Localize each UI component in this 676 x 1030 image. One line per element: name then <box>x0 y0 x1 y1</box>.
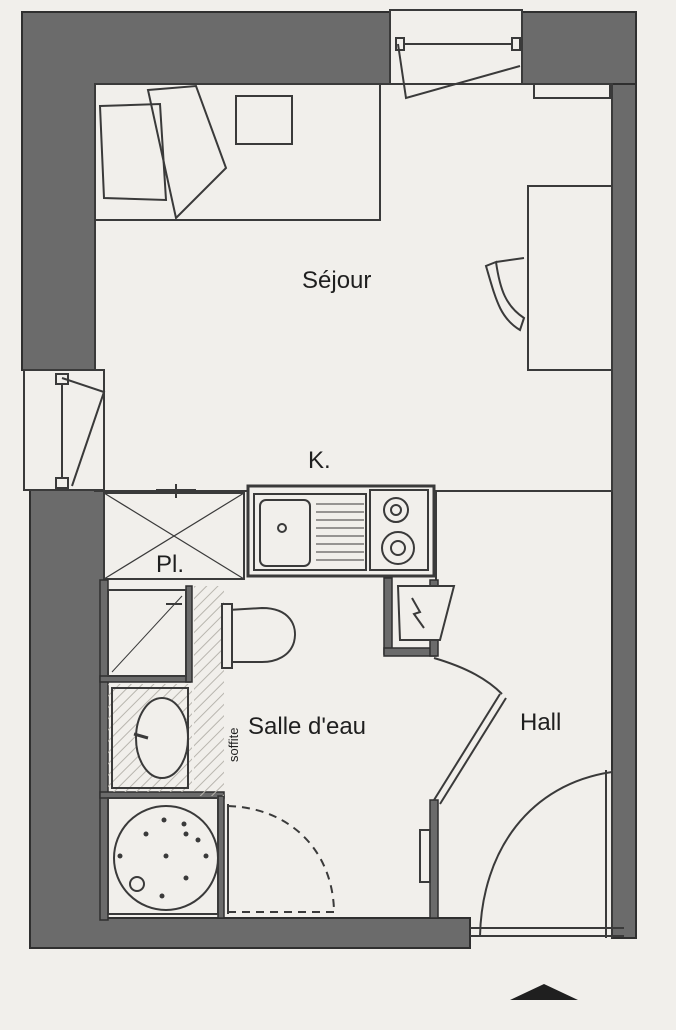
bed <box>94 83 381 221</box>
washbasin <box>111 687 189 789</box>
window-top <box>389 9 523 100</box>
top-right-shelf <box>533 83 611 99</box>
kitchen-counter <box>246 484 436 578</box>
bathroom-label: Salle d'eau <box>248 713 366 740</box>
shower <box>107 797 219 915</box>
entry-arrow-icon <box>510 984 578 1000</box>
closet <box>103 484 245 580</box>
sejour-label: Séjour <box>302 267 371 294</box>
entry-door <box>470 770 624 938</box>
kitchen-label: K. <box>308 447 331 474</box>
storage-cupboard <box>107 589 187 677</box>
technical-box <box>396 585 456 641</box>
bathroom-door <box>419 657 507 883</box>
toilet <box>221 603 296 669</box>
soffite-label: soffite <box>226 728 241 762</box>
bathroom-door-swing <box>227 804 335 914</box>
window-left <box>23 369 106 491</box>
desk <box>484 185 613 371</box>
closet-label: Pl. <box>156 551 184 578</box>
hall-label: Hall <box>520 709 561 736</box>
